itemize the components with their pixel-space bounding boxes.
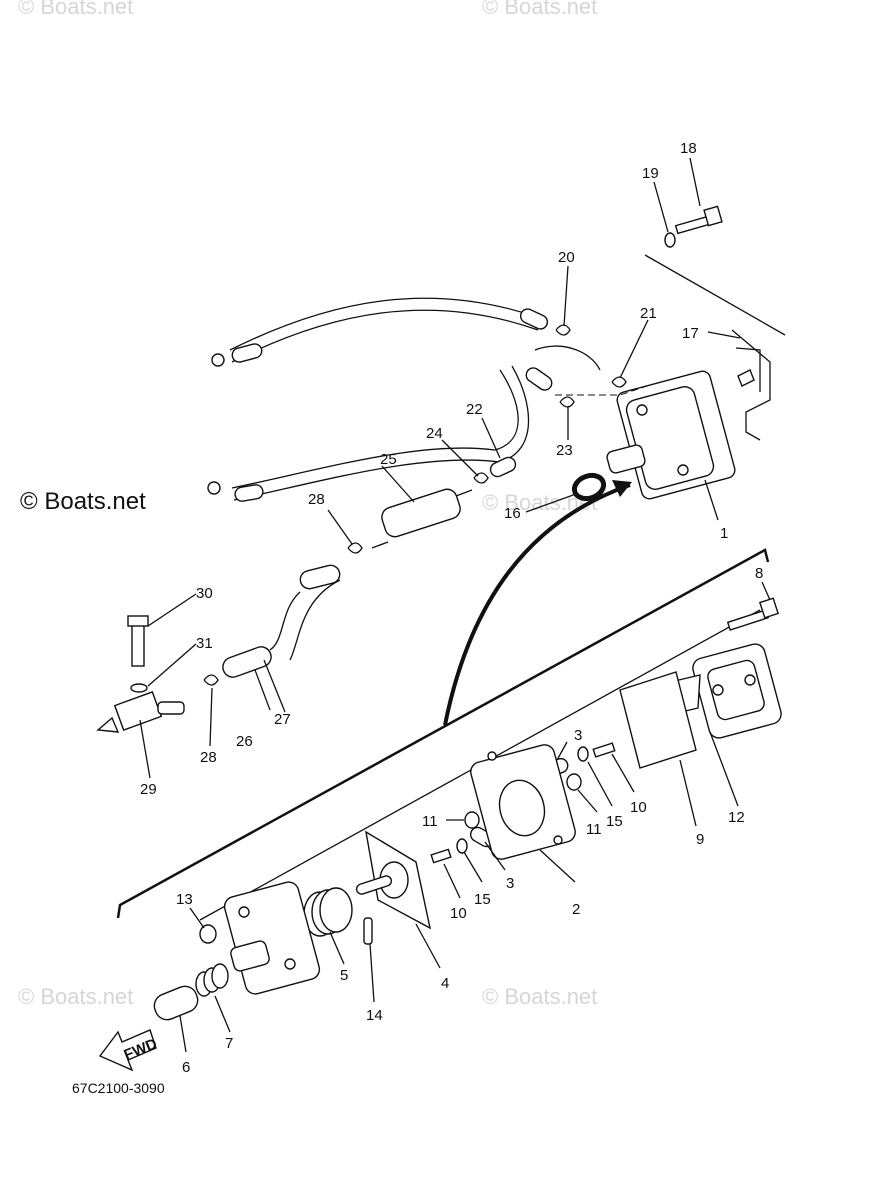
callout-14: 14	[366, 1007, 383, 1024]
washer	[577, 746, 589, 762]
callout-2: 2	[572, 901, 580, 918]
callout-20: 20	[558, 249, 575, 266]
callout-27: 27	[274, 711, 291, 728]
callout-10: 10	[450, 905, 467, 922]
o-ring	[571, 472, 607, 502]
pump-bolt	[664, 205, 723, 248]
diaphragm-spring	[303, 887, 353, 937]
nut	[199, 924, 217, 944]
callout-4: 4	[441, 975, 449, 992]
callout-3: 3	[506, 875, 514, 892]
callout-30: 30	[196, 585, 213, 602]
callout-7: 7	[225, 1035, 233, 1052]
washer	[456, 838, 468, 854]
brand-label: © Boats.net	[20, 488, 146, 515]
callout-25: 25	[380, 451, 397, 468]
callout-1: 1	[720, 525, 728, 542]
callout-19: 19	[642, 165, 659, 182]
watermark: © Boats.net	[18, 0, 134, 19]
callout-9: 9	[696, 831, 704, 848]
small-screw	[430, 742, 616, 864]
hose-elbow	[534, 345, 601, 371]
callout-5: 5	[340, 967, 348, 984]
callout-10: 10	[630, 799, 647, 816]
callout-28: 28	[308, 491, 325, 508]
callout-21: 21	[640, 305, 657, 322]
pump-body	[470, 744, 576, 860]
nut	[566, 773, 582, 791]
plunger	[153, 985, 199, 1021]
callout-24: 24	[426, 425, 443, 442]
callout-3: 3	[574, 727, 582, 744]
detail-arc	[443, 483, 631, 726]
nut	[464, 811, 480, 829]
callout-8: 8	[755, 565, 763, 582]
watermark: © Boats.net	[482, 0, 598, 19]
plunger-spring	[195, 963, 229, 997]
diagram-part-code: 67C2100-3090	[72, 1080, 165, 1096]
callout-22: 22	[466, 401, 483, 418]
callout-15: 15	[606, 813, 623, 830]
pump-cover	[692, 643, 782, 739]
callout-31: 31	[196, 635, 213, 652]
forward-direction-arrow: FWD	[98, 1029, 160, 1072]
watermark: © Boats.net	[482, 984, 598, 1009]
fuel-hose-upper	[211, 297, 549, 367]
diaphragm	[355, 830, 431, 930]
callout-12: 12	[728, 809, 745, 826]
callout-29: 29	[140, 781, 157, 798]
callout-26: 26	[236, 733, 253, 750]
pin	[363, 917, 373, 945]
callout-6: 6	[182, 1059, 190, 1076]
bracket	[731, 329, 771, 441]
cover-screw	[726, 597, 780, 631]
callout-numbers: 1 2 3 3 4 5 6 7 8 9 10 10 11 11 12 13 14…	[140, 140, 763, 1076]
callout-11: 11	[586, 821, 602, 838]
bolt-axis-line	[644, 254, 786, 336]
fuel-hose-lower	[207, 365, 553, 502]
detail-arc-arrow	[612, 480, 632, 497]
fuel-pump-assembly	[606, 370, 736, 500]
callout-23: 23	[556, 442, 573, 459]
leader-lines	[139, 157, 771, 1053]
exploded-view-frame	[116, 548, 770, 919]
fuel-filter	[371, 488, 473, 549]
callout-13: 13	[176, 891, 193, 908]
callout-15: 15	[474, 891, 491, 908]
callout-28: 28	[200, 749, 217, 766]
pump-base	[223, 881, 321, 995]
fuel-hose-joint	[222, 564, 341, 678]
hose-clips	[203, 324, 627, 686]
callout-16: 16	[504, 505, 521, 522]
gasket	[619, 671, 697, 769]
callout-18: 18	[680, 140, 697, 157]
callout-17: 17	[682, 325, 699, 342]
fuel-joint	[96, 615, 185, 733]
watermark: © Boats.net	[18, 984, 134, 1009]
callout-11: 11	[422, 813, 438, 830]
